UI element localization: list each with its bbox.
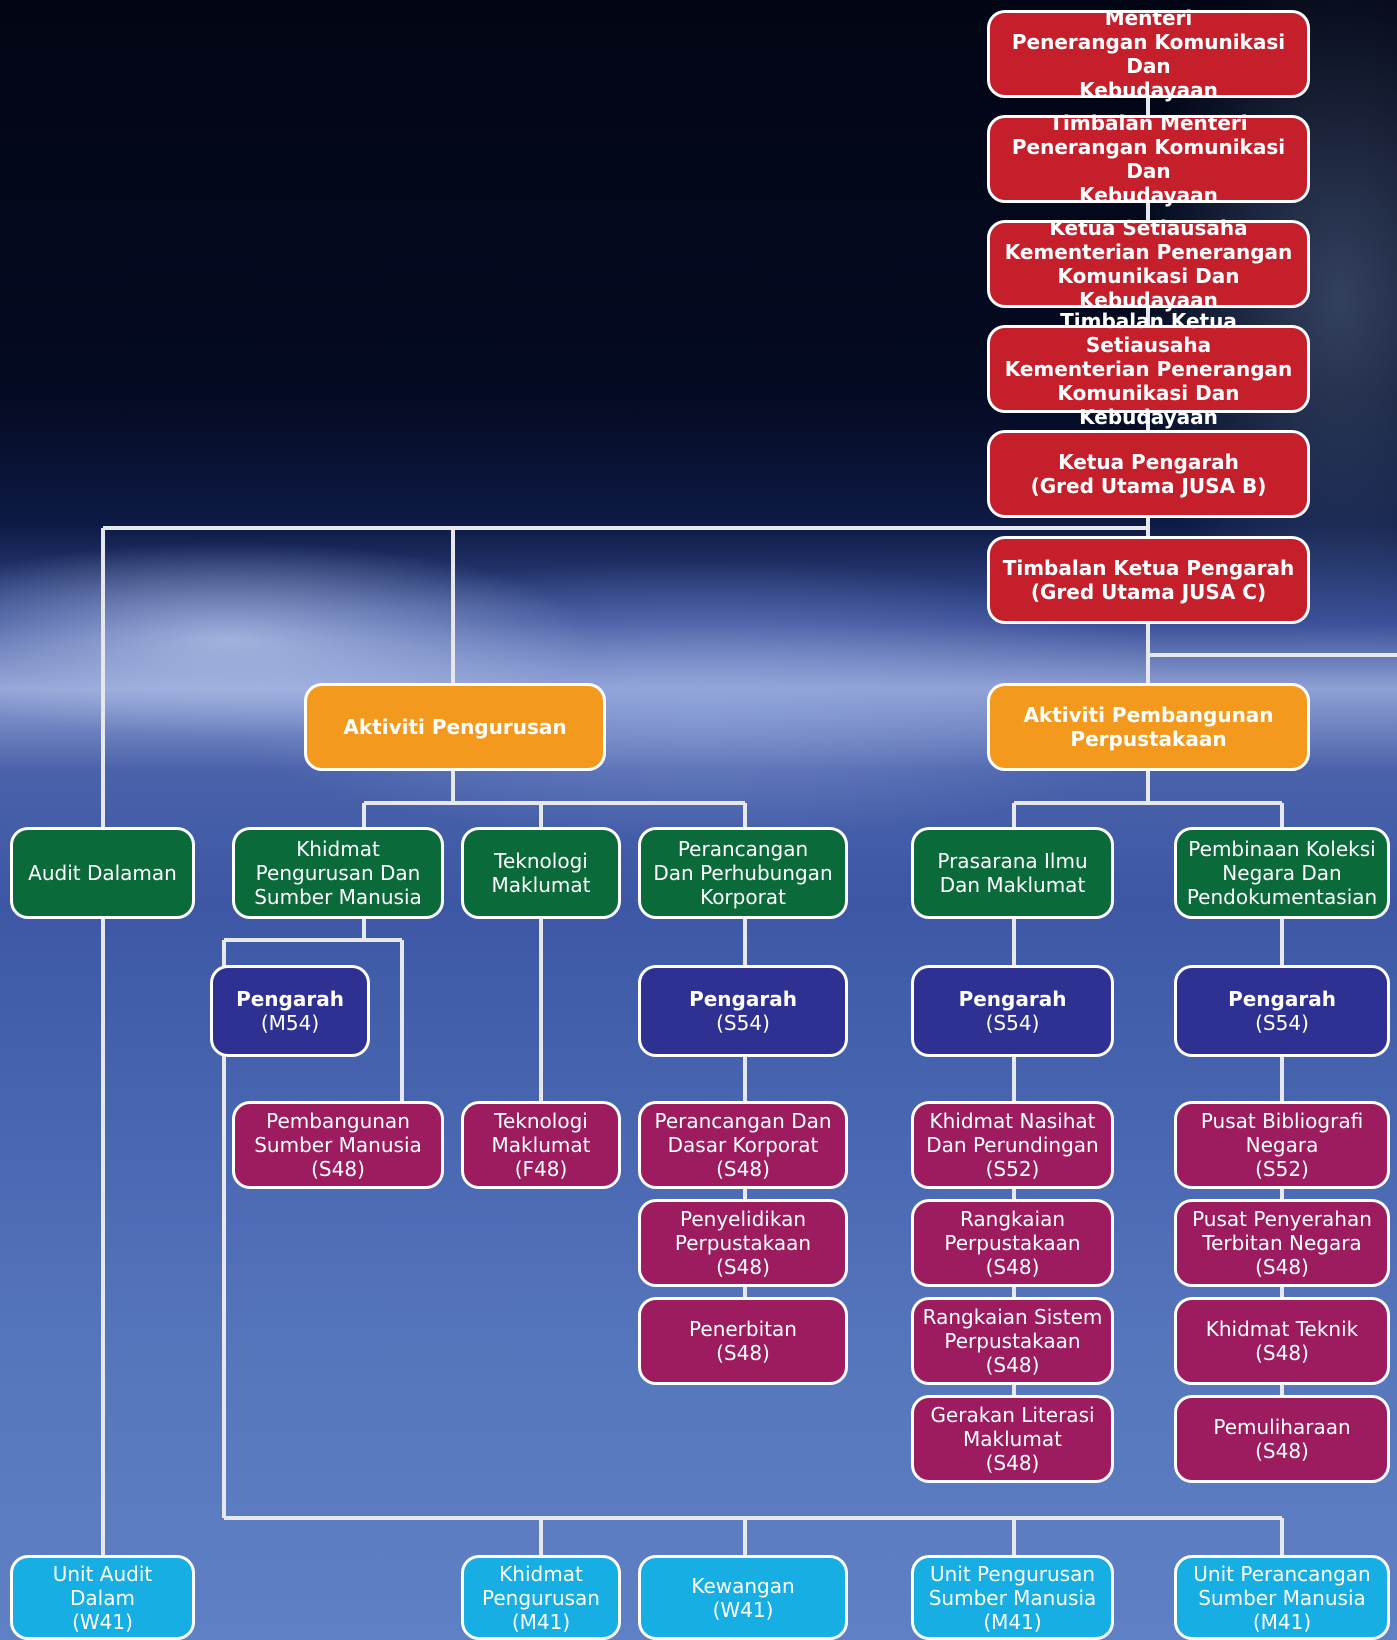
section-label: Khidmat Nasihat Dan Perundingan (S52) — [926, 1109, 1099, 1181]
unit-audit-dalam: Unit Audit Dalam (W41) — [10, 1555, 195, 1640]
section-pemuliharaan: Pemuliharaan (S48) — [1174, 1395, 1390, 1483]
section-khidmat-nasihat: Khidmat Nasihat Dan Perundingan (S52) — [911, 1101, 1114, 1189]
section-label: Pusat Penyerahan Terbitan Negara (S48) — [1192, 1207, 1372, 1279]
section-penerbitan: Penerbitan (S48) — [638, 1297, 848, 1385]
pengarah-collection-box: Pengarah(S54) — [1174, 965, 1390, 1057]
aktiviti-pengurusan-box: Aktiviti Pengurusan — [304, 683, 606, 771]
section-rangkaian-perpustakaan: Rangkaian Perpustakaan (S48) — [911, 1199, 1114, 1287]
timbalan-ketua-pengarah-box: Timbalan Ketua Pengarah (Gred Utama JUSA… — [987, 536, 1310, 624]
unit-perancangan-sumber-manusia: Unit Perancangan Sumber Manusia (M41) — [1174, 1555, 1390, 1640]
unit-pengurusan-sumber-manusia: Unit Pengurusan Sumber Manusia (M41) — [911, 1555, 1114, 1640]
section-perancangan-dasar: Perancangan Dan Dasar Korporat (S48) — [638, 1101, 848, 1189]
section-label: Rangkaian Sistem Perpustakaan (S48) — [922, 1305, 1103, 1377]
section-penyelidikan: Penyelidikan Perpustakaan (S48) — [638, 1199, 848, 1287]
unit-khidmat-pengurusan: Khidmat Pengurusan (M41) — [461, 1555, 621, 1640]
section-label: Penyelidikan Perpustakaan (S48) — [674, 1207, 812, 1279]
pengarah-title: Pengarah — [958, 987, 1067, 1011]
pengarah-grade: (S54) — [716, 1011, 770, 1035]
pengarah-hr-box: Pengarah(M54) — [210, 965, 370, 1057]
aktiviti-pengurusan-label: Aktiviti Pengurusan — [343, 715, 567, 739]
unit-label: Khidmat Pengurusan (M41) — [482, 1561, 600, 1634]
section-khidmat-teknik: Khidmat Teknik (S48) — [1174, 1297, 1390, 1385]
section-label: Khidmat Teknik (S48) — [1205, 1317, 1359, 1365]
division-label: Khidmat Pengurusan Dan Sumber Manusia — [254, 837, 422, 909]
unit-kewangan: Kewangan (W41) — [638, 1555, 848, 1640]
section-label: Perancangan Dan Dasar Korporat (S48) — [654, 1109, 832, 1181]
aktiviti-pembangunan-label: Aktiviti Pembangunan Perpustakaan — [1023, 703, 1274, 751]
section-pusat-penyerahan: Pusat Penyerahan Terbitan Negara (S48) — [1174, 1199, 1390, 1287]
timbalan-ketua-setiausaha-box: Timbalan Ketua Setiausaha Kementerian Pe… — [987, 309, 1310, 429]
section-label: Gerakan Literasi Maklumat (S48) — [930, 1403, 1095, 1475]
section-gerakan-literasi: Gerakan Literasi Maklumat (S48) — [911, 1395, 1114, 1483]
pengarah-title: Pengarah — [689, 987, 797, 1011]
section-rangkaian-sistem: Rangkaian Sistem Perpustakaan (S48) — [911, 1297, 1114, 1385]
division-audit-dalaman: Audit Dalaman — [10, 827, 195, 919]
unit-label: Unit Pengurusan Sumber Manusia (M41) — [928, 1561, 1097, 1634]
section-pusat-bibliografi: Pusat Bibliografi Negara (S52) — [1174, 1101, 1390, 1189]
pengarah-planning-box: Pengarah(S54) — [638, 965, 848, 1057]
section-label: Pusat Bibliografi Negara (S52) — [1200, 1109, 1364, 1181]
division-label: Perancangan Dan Perhubungan Korporat — [653, 837, 833, 909]
division-label: Audit Dalaman — [28, 861, 177, 885]
unit-label: Unit Perancangan Sumber Manusia (M41) — [1193, 1561, 1371, 1634]
timbalan-menteri-box: Timbalan Menteri Penerangan Komunikasi D… — [987, 111, 1310, 207]
timbalan-ketua-pengarah-label: Timbalan Ketua Pengarah (Gred Utama JUSA… — [1002, 556, 1295, 604]
division-prasarana: Prasarana Ilmu Dan Maklumat — [911, 827, 1114, 919]
aktiviti-pembangunan-box: Aktiviti Pembangunan Perpustakaan — [987, 683, 1310, 771]
division-label: Teknologi Maklumat — [491, 849, 591, 897]
unit-label: Kewangan (W41) — [691, 1573, 795, 1622]
section-label: Pemuliharaan (S48) — [1213, 1415, 1351, 1463]
pengarah-infra-box: Pengarah(S54) — [911, 965, 1114, 1057]
pengarah-grade: (M54) — [260, 1011, 320, 1035]
section-teknologi-maklumat: Teknologi Maklumat (F48) — [461, 1101, 621, 1189]
ketua-setiausaha-label: Ketua Setiausaha Kementerian Penerangan … — [1004, 216, 1293, 312]
unit-label: Unit Audit Dalam (W41) — [52, 1561, 153, 1634]
timbalan-menteri-label: Timbalan Menteri Penerangan Komunikasi D… — [1011, 111, 1286, 207]
division-teknologi-maklumat: Teknologi Maklumat — [461, 827, 621, 919]
pengarah-title: Pengarah — [1228, 987, 1336, 1011]
section-label: Penerbitan (S48) — [689, 1317, 797, 1365]
ketua-setiausaha-box: Ketua Setiausaha Kementerian Penerangan … — [987, 216, 1310, 312]
menteri-box: Menteri Penerangan Komunikasi Dan Kebuda… — [987, 6, 1310, 102]
section-label: Teknologi Maklumat (F48) — [491, 1109, 591, 1181]
ketua-pengarah-label: Ketua Pengarah (Gred Utama JUSA B) — [1030, 450, 1267, 498]
division-pembinaan-koleksi: Pembinaan Koleksi Negara Dan Pendokument… — [1174, 827, 1390, 919]
pengarah-grade: (S54) — [985, 1011, 1040, 1035]
division-perancangan: Perancangan Dan Perhubungan Korporat — [638, 827, 848, 919]
pengarah-grade: (S54) — [1255, 1011, 1309, 1035]
pengarah-title: Pengarah — [236, 987, 344, 1011]
timbalan-ketua-setiausaha-label: Timbalan Ketua Setiausaha Kementerian Pe… — [1004, 309, 1293, 429]
ketua-pengarah-box: Ketua Pengarah (Gred Utama JUSA B) — [987, 430, 1310, 518]
division-khidmat-pengurusan: Khidmat Pengurusan Dan Sumber Manusia — [232, 827, 444, 919]
section-label: Rangkaian Perpustakaan (S48) — [944, 1207, 1081, 1279]
section-pembangunan-sumber-manusia: Pembangunan Sumber Manusia (S48) — [232, 1101, 444, 1189]
division-label: Pembinaan Koleksi Negara Dan Pendokument… — [1186, 837, 1378, 909]
menteri-label: Menteri Penerangan Komunikasi Dan Kebuda… — [1011, 6, 1286, 102]
section-label: Pembangunan Sumber Manusia (S48) — [254, 1109, 422, 1181]
division-label: Prasarana Ilmu Dan Maklumat — [937, 849, 1088, 897]
